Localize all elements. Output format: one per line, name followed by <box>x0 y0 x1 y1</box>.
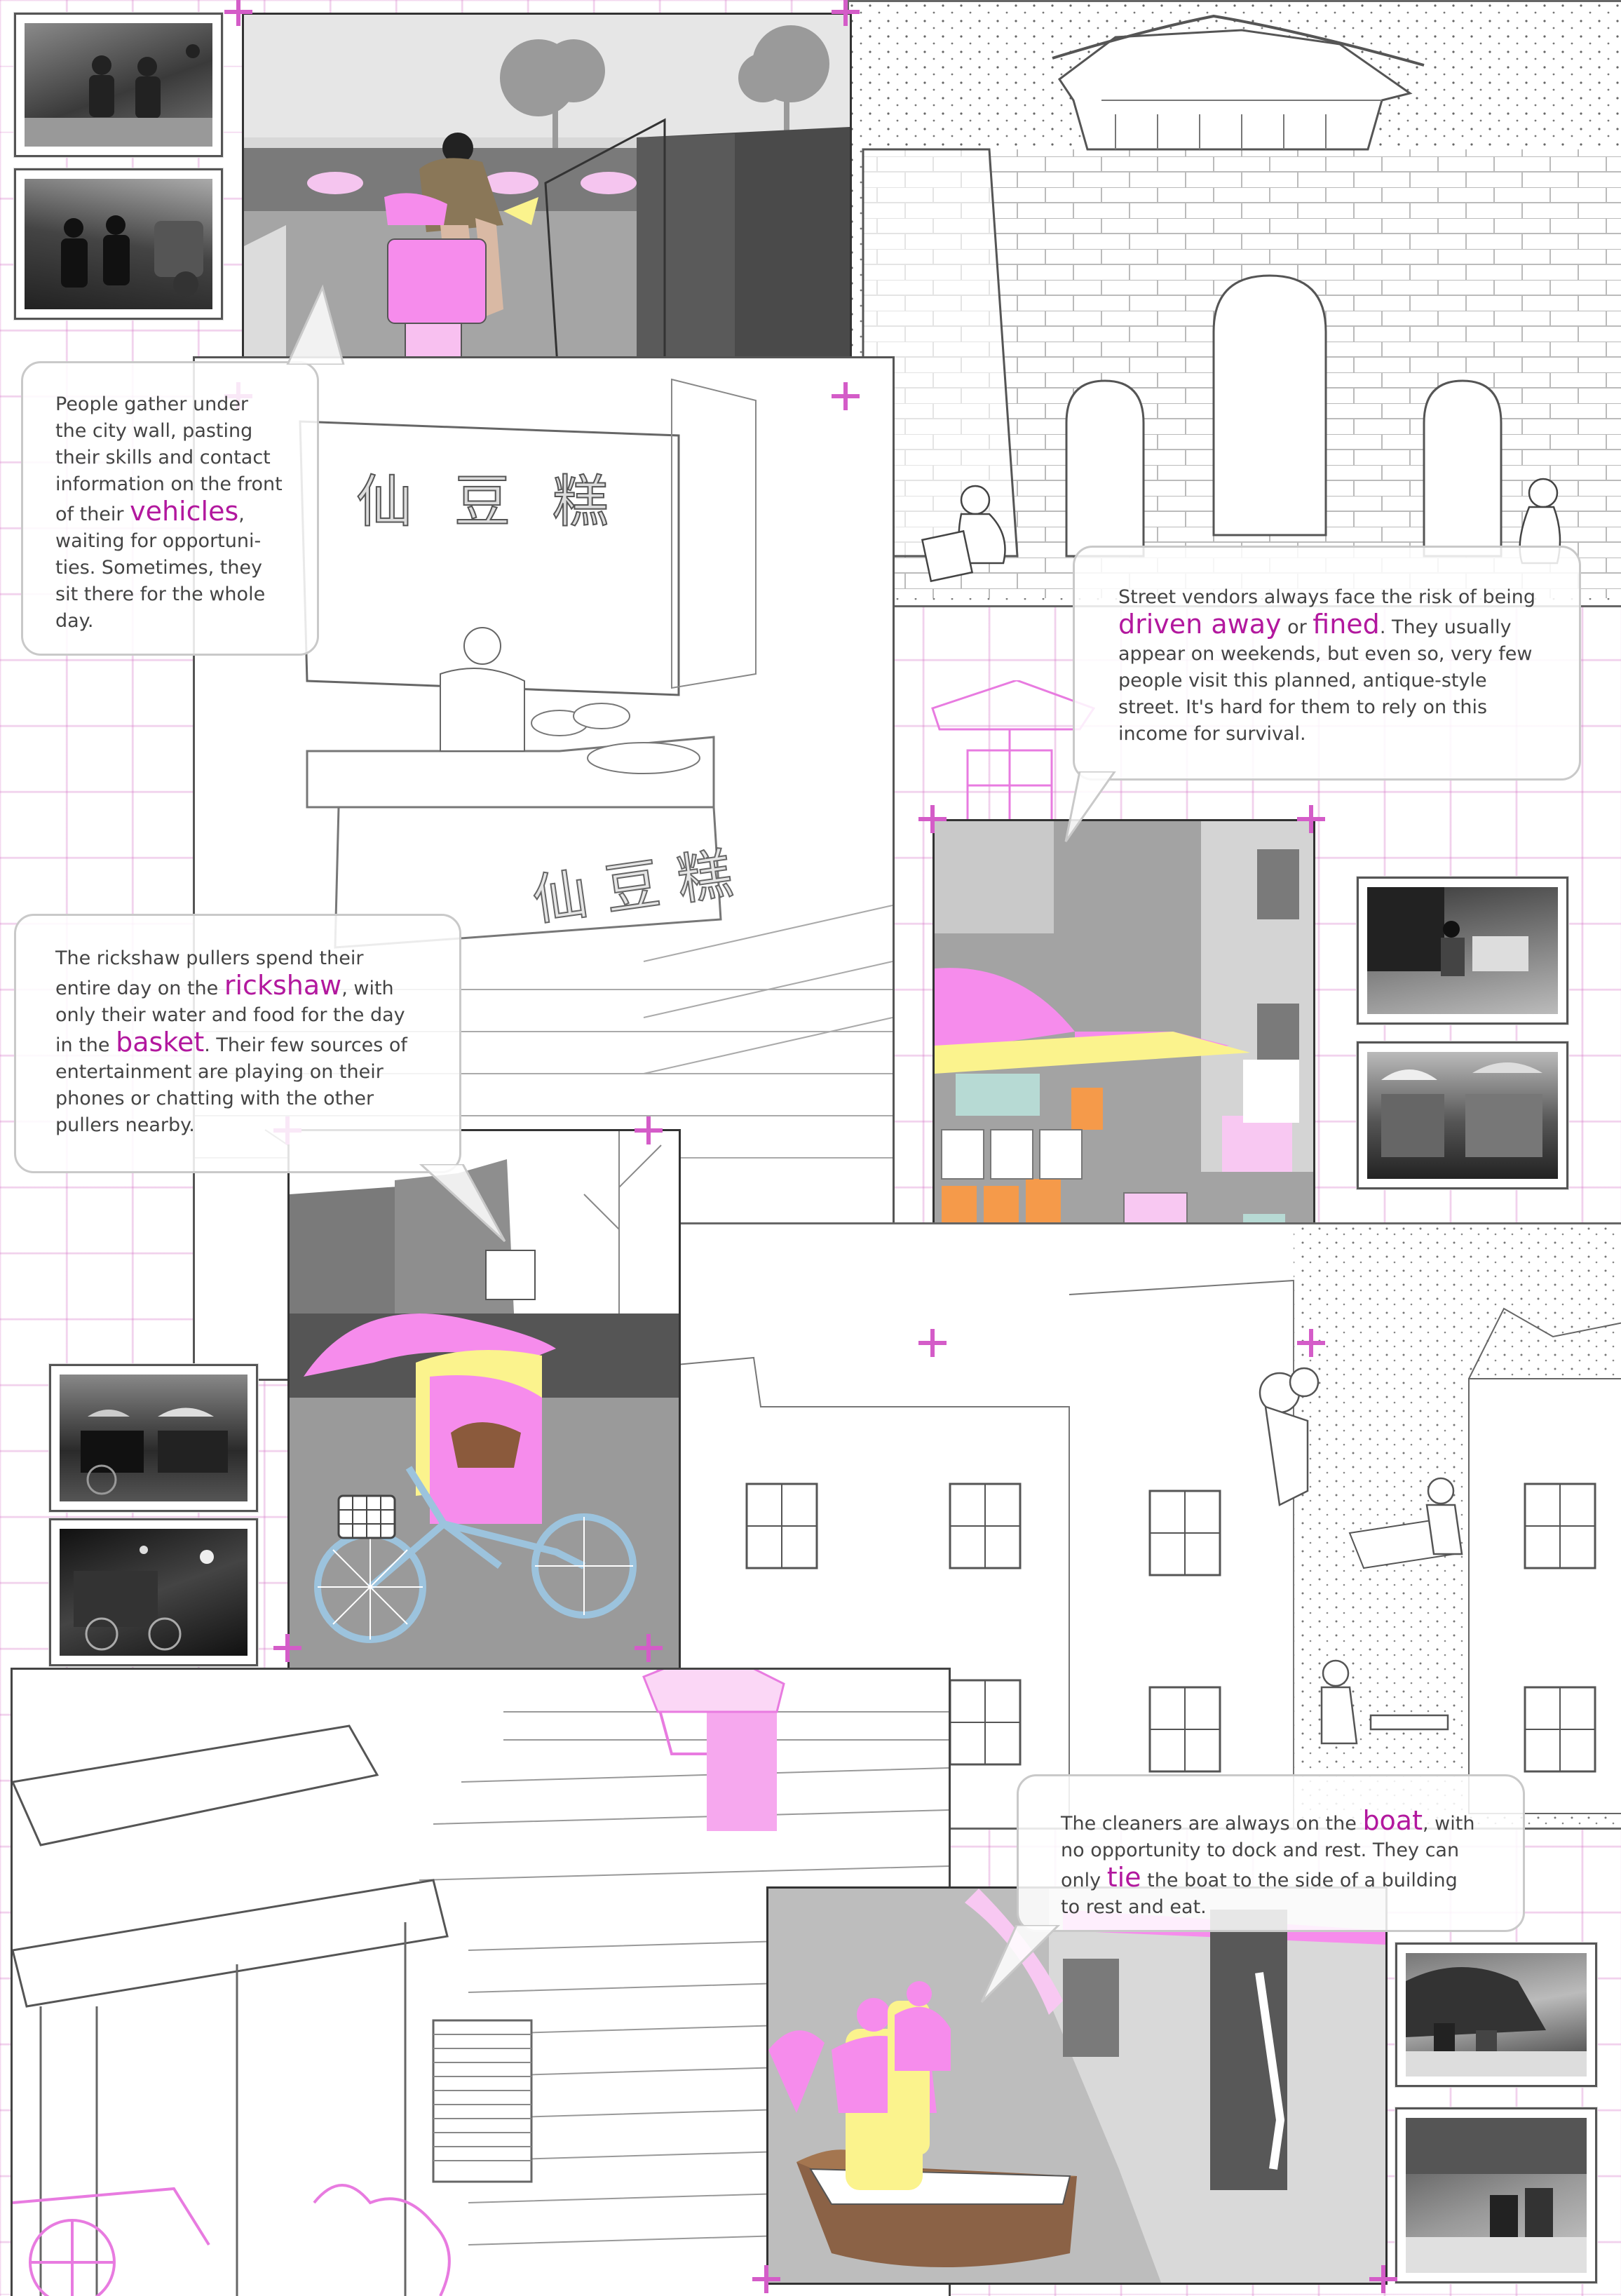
photo-workers-vehicles <box>14 168 223 320</box>
caption-rickshaw-text-1: The rickshaw pullers spend their entire … <box>55 947 364 999</box>
city-wall-illustration <box>849 2 1621 605</box>
caption-cleaners-highlight-boat: boat <box>1362 1805 1423 1836</box>
photo-rickshaw-umbrellas <box>49 1364 258 1512</box>
caption-street-vendors-text-2: or <box>1281 616 1313 638</box>
photo-cleaners-eat <box>1395 2107 1597 2283</box>
photo-vendor-umbrellas <box>1357 1041 1568 1189</box>
corner-marker <box>635 1634 663 1662</box>
shop-sign-top: 仙豆糕 <box>355 468 651 535</box>
caption-rickshaw-tail <box>419 1164 506 1243</box>
caption-city-wall: People gather under the city wall, pasti… <box>21 361 319 656</box>
building-illustration <box>677 1224 1621 1828</box>
caption-rickshaw-text-2: , with only their water and food for the… <box>55 978 405 1056</box>
caption-rickshaw-highlight-rickshaw: rickshaw <box>224 970 342 1001</box>
caption-cleaners-highlight-tie: tie <box>1106 1862 1141 1893</box>
scooter-scene-panel <box>242 13 852 399</box>
caption-city-wall-tail <box>286 284 345 365</box>
photo-rickshaw-night <box>49 1518 258 1666</box>
corner-marker <box>1297 805 1325 833</box>
caption-street-vendors-text-3: . They usually appear on weekends, but e… <box>1118 616 1533 745</box>
city-wall-panel <box>847 0 1621 607</box>
caption-rickshaw: The rickshaw pullers spend their entire … <box>14 914 461 1173</box>
photo-workers-sitting <box>14 13 223 157</box>
caption-street-vendors-highlight-fined: fined <box>1313 609 1380 640</box>
corner-marker <box>1297 1329 1325 1357</box>
photo-cleaners-rest <box>1395 1943 1597 2087</box>
corner-marker <box>832 0 860 26</box>
corner-marker <box>918 805 947 833</box>
corner-marker <box>752 2265 780 2293</box>
caption-cleaners: The cleaners are always on the boat, wit… <box>1017 1774 1525 1932</box>
caption-cleaners-text-3: the boat to the side of a building to re… <box>1061 1870 1458 1918</box>
boat-scene-panel <box>766 1886 1388 2285</box>
caption-cleaners-text-1: The cleaners are always on the <box>1061 1813 1363 1835</box>
photo-vendor-sitting <box>1357 877 1568 1025</box>
caption-street-vendors-highlight-driven-away: driven away <box>1118 609 1282 640</box>
caption-city-wall-text-1: People gather under the city wall, pasti… <box>55 393 283 525</box>
caption-city-wall-highlight-vehicles: vehicles <box>130 496 239 527</box>
caption-street-vendors: Street vendors always face the risk of b… <box>1073 546 1581 781</box>
corner-marker <box>273 1634 301 1662</box>
corner-marker <box>918 1329 947 1357</box>
boat-illustration <box>768 1889 1385 2283</box>
building-panel <box>674 1222 1621 1830</box>
caption-street-vendors-text-1: Street vendors always face the risk of b… <box>1118 586 1536 608</box>
corner-marker <box>832 382 860 410</box>
caption-street-vendors-tail <box>1064 771 1116 842</box>
caption-cleaners-text-2: , with no opportunity to dock and rest. … <box>1061 1813 1475 1891</box>
caption-cleaners-tail <box>980 1925 1061 2004</box>
corner-marker <box>1369 2265 1397 2293</box>
caption-city-wall-text-2: , waiting for opportuni- ties. Sometimes… <box>55 504 266 632</box>
caption-rickshaw-text-3: . Their few sources of entertainment are… <box>55 1034 407 1136</box>
scooter-scene-illustration <box>244 15 850 397</box>
caption-rickshaw-highlight-basket: basket <box>116 1027 205 1058</box>
corner-marker <box>224 0 252 26</box>
corner-marker <box>635 1116 663 1144</box>
